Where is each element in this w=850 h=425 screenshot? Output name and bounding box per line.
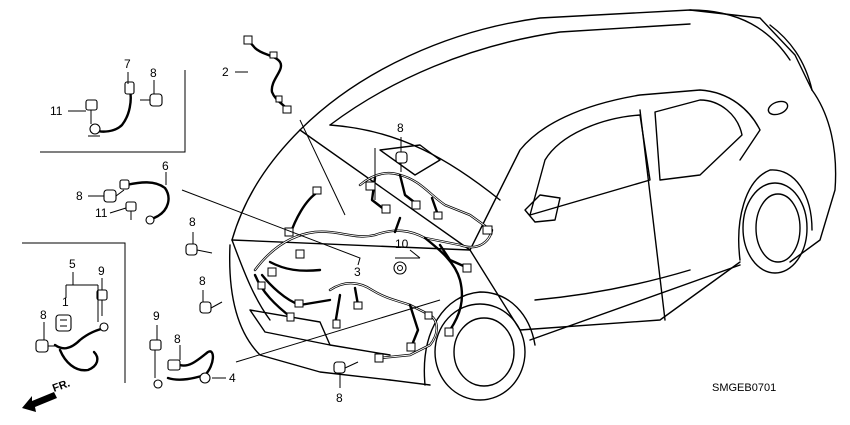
dashboard-wire-harness [358, 171, 490, 230]
bolt-8-left-2 [199, 301, 223, 314]
part-6-cable [119, 179, 170, 225]
bolt-9-bottom [149, 339, 162, 378]
diagram-code: SMGEB0701 [712, 382, 776, 394]
front-direction-arrow: FR. [22, 377, 72, 412]
callout-1: 1 [62, 295, 69, 309]
nut-8-mid-left [103, 189, 125, 203]
callout-6: 6 [162, 159, 169, 173]
leader-lines [43, 71, 441, 388]
callout-9-bottom: 9 [153, 309, 160, 323]
callout-7: 7 [124, 57, 131, 71]
bolt-8-bottom-left [35, 339, 56, 353]
callout-8-upper-fender: 8 [397, 121, 404, 135]
callout-2: 2 [222, 65, 229, 79]
bolt-8-left-1 [185, 243, 213, 256]
car-body-outline [228, 9, 837, 401]
callout-8-left-1: 8 [189, 215, 196, 229]
callout-8-mid: 8 [76, 189, 83, 203]
inset-frame-bottom-left [22, 242, 126, 383]
part-7-ground-cable [88, 81, 135, 137]
nut-10 [393, 261, 407, 275]
callout-9-left: 9 [98, 264, 105, 278]
part-5-ground-cable [53, 322, 109, 372]
nut-8-top [140, 93, 163, 107]
callout-8-bottom: 8 [336, 391, 343, 405]
front-bumper-wire-harness [328, 282, 438, 360]
callout-11-top: 11 [50, 104, 63, 118]
engine-room-wire-harness [253, 190, 494, 332]
bolt-11-top [85, 99, 98, 124]
callout-labels: 2 7 8 11 6 8 11 8 8 10 3 5 9 8 1 8 9 8 4… [40, 57, 409, 405]
callout-10: 10 [395, 237, 409, 251]
part-4-cable [153, 350, 215, 389]
inset-frame-top-left [40, 70, 186, 153]
callout-8-top: 8 [150, 66, 157, 80]
callout-5: 5 [69, 257, 76, 271]
callout-11-mid: 11 [95, 206, 108, 220]
front-arrow-label: FR. [51, 377, 72, 394]
callout-8-inset: 8 [40, 308, 47, 322]
callout-3: 3 [354, 265, 361, 279]
part-1-clamp [55, 314, 72, 332]
bolt-8-bottom [333, 361, 359, 374]
callout-4: 4 [229, 371, 236, 385]
callout-8-bottom-mid: 8 [174, 332, 181, 346]
bolt-11-mid-left [125, 201, 137, 220]
harness-connectors [257, 181, 493, 363]
callout-8-left-2: 8 [199, 274, 206, 288]
bolt-8-upper-fender [395, 151, 408, 172]
part-2-sub-harness [243, 35, 292, 114]
